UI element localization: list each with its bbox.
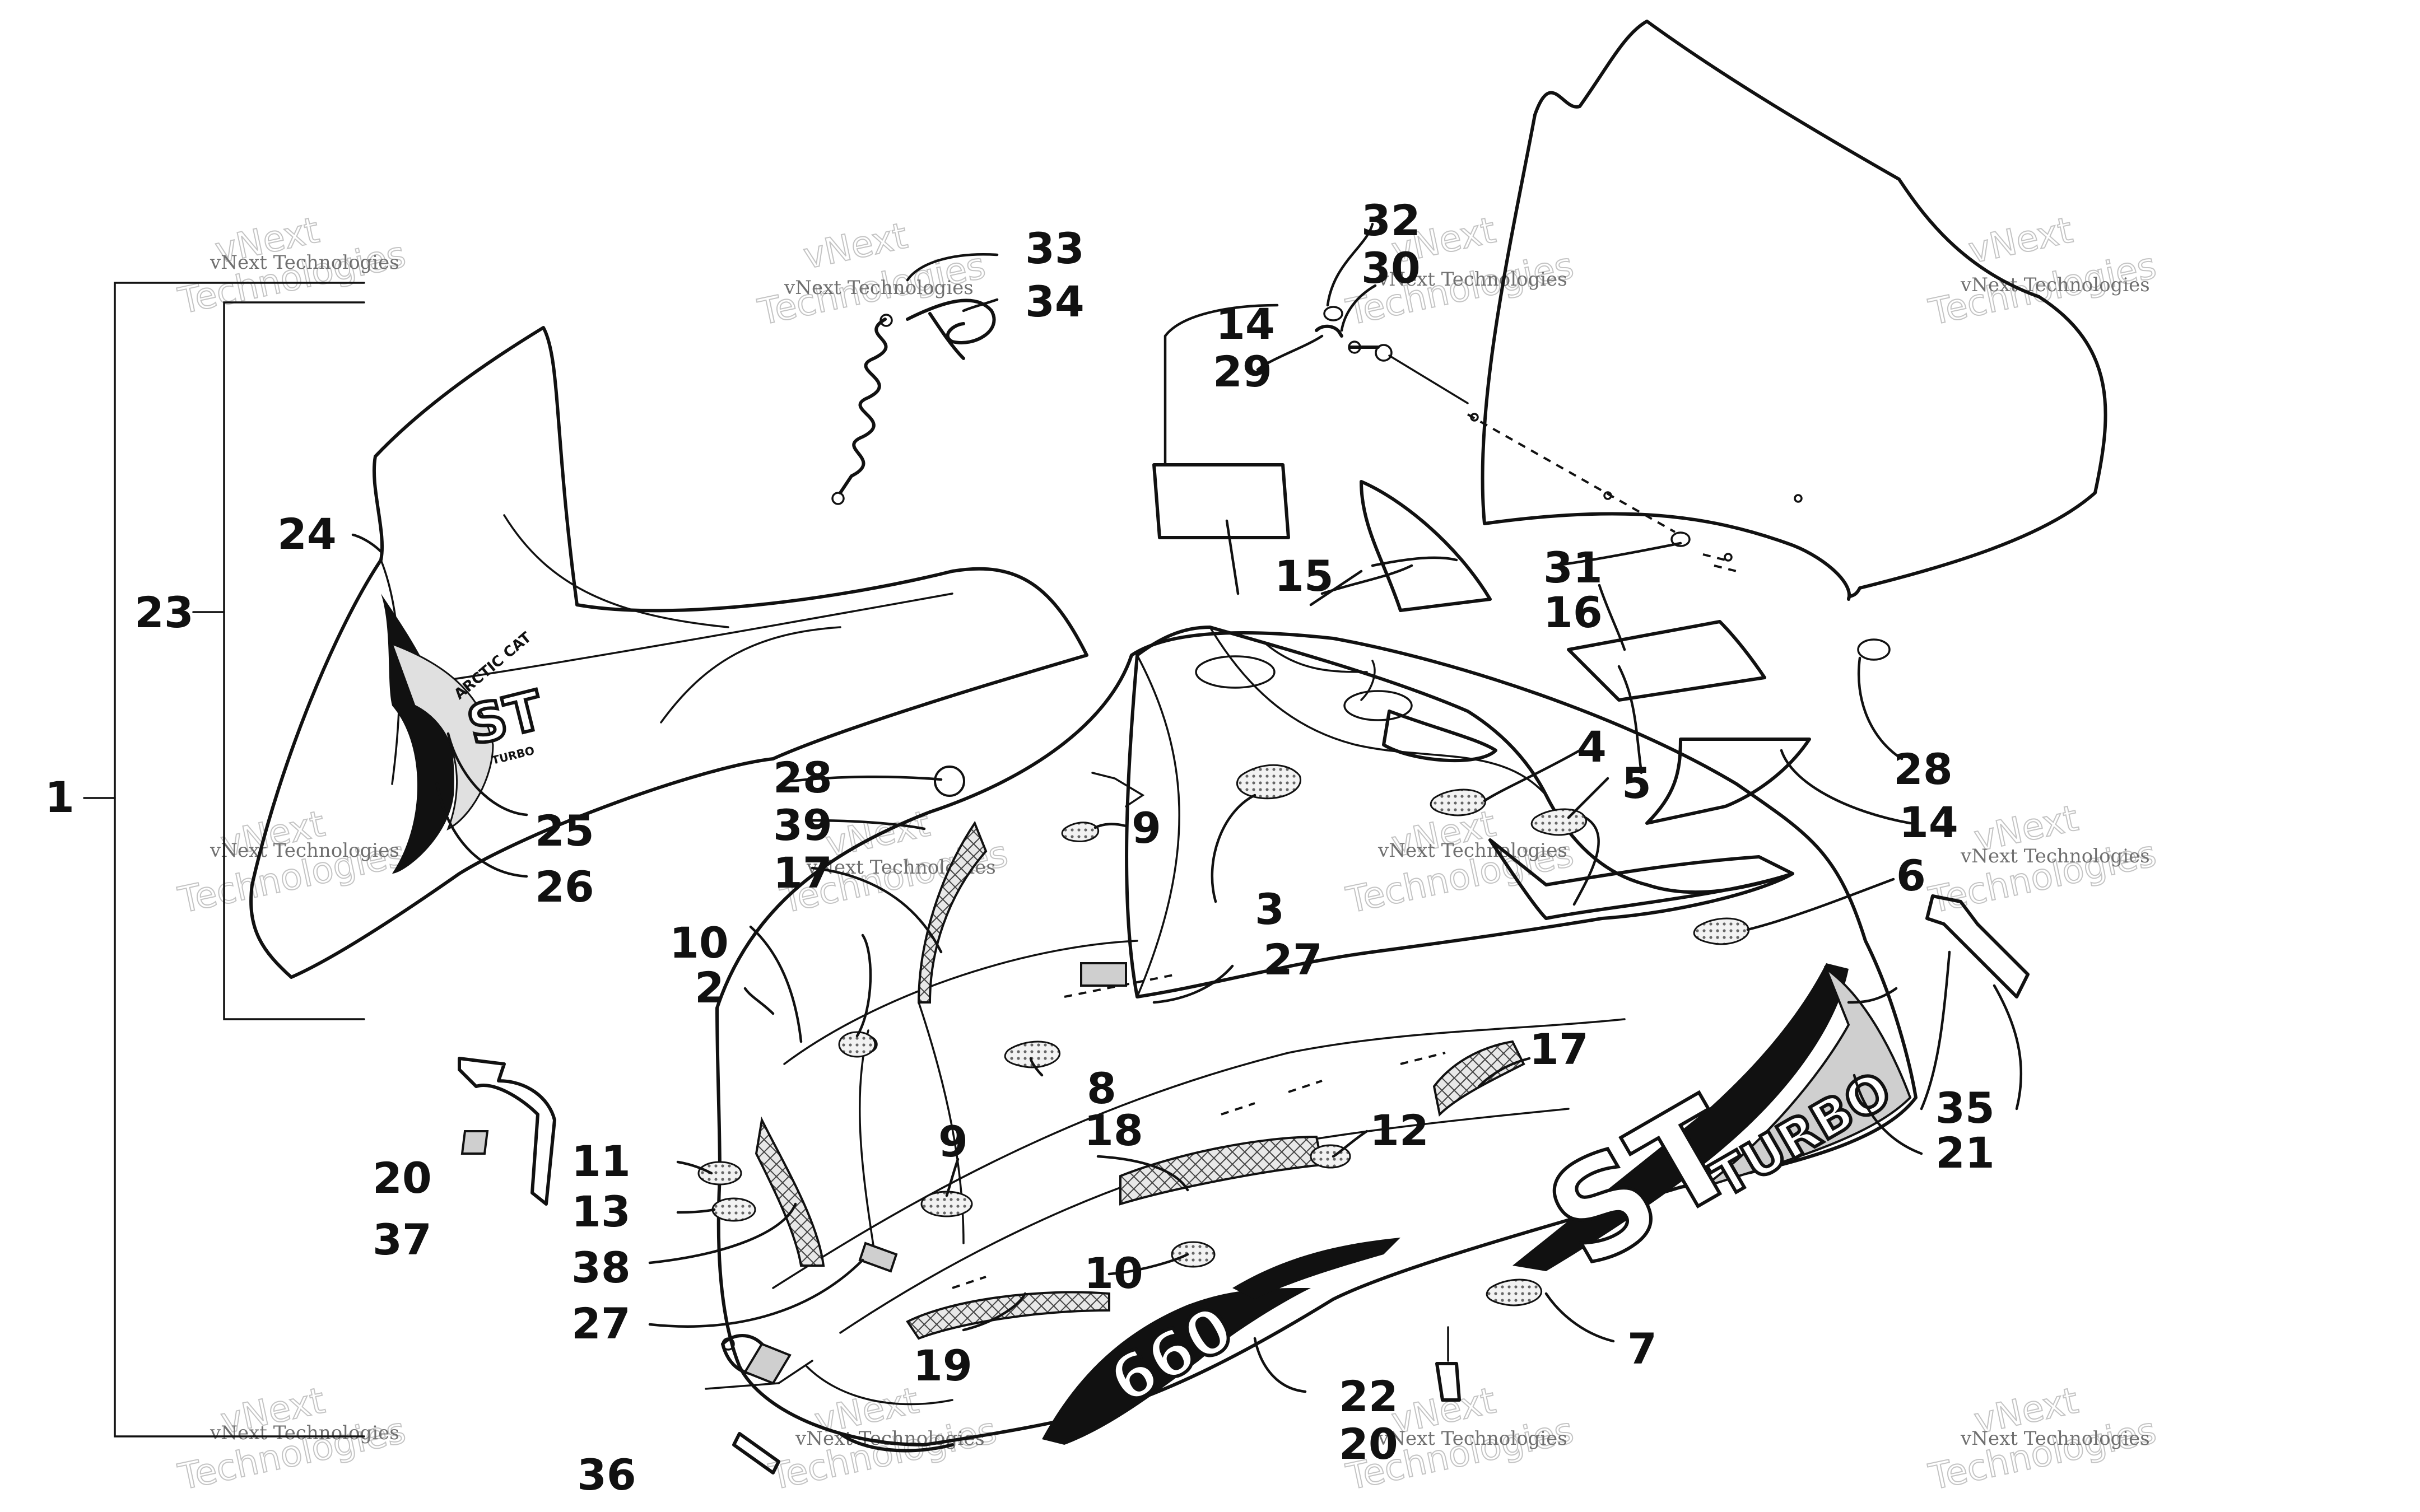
svg-text:vNext Technologies: vNext Technologies	[784, 277, 974, 299]
callout-1: 1	[45, 772, 75, 822]
decal-27-upper	[1080, 962, 1127, 987]
callout-28a: 28	[773, 753, 832, 802]
callout-12: 12	[1370, 1105, 1429, 1155]
callout-7: 7	[1627, 1324, 1657, 1374]
vent-17-left	[917, 820, 988, 1004]
decal-16	[1567, 620, 1766, 702]
callout-18: 18	[1084, 1105, 1143, 1155]
callout-23: 23	[134, 587, 194, 637]
watermark-bottom-right: Technologies vNext vNext Technologies	[1925, 1379, 2161, 1499]
svg-text:vNext Technologies: vNext Technologies	[210, 1422, 399, 1444]
callout-20b: 20	[1339, 1419, 1398, 1469]
callout-2: 2	[695, 963, 724, 1012]
svg-text:vNext Technologies: vNext Technologies	[1377, 839, 1567, 862]
callout-17b: 17	[1529, 1024, 1589, 1074]
callout-9b: 9	[938, 1117, 968, 1166]
decal-6	[1693, 917, 1750, 945]
callout-16: 16	[1543, 587, 1603, 637]
callout-34: 34	[1025, 277, 1085, 326]
svg-text:vNext Technologies: vNext Technologies	[210, 251, 399, 274]
grommet-28-left	[934, 766, 965, 797]
svg-text:vNext Technologies: vNext Technologies	[1960, 845, 2150, 867]
decal-13	[711, 1197, 756, 1222]
bracket-assembly-1	[114, 282, 365, 1438]
callout-14a: 14	[1216, 299, 1275, 349]
callout-14b: 14	[1899, 797, 1958, 847]
callout-22: 22	[1339, 1371, 1398, 1421]
vent-38	[755, 1116, 825, 1267]
callout-27a: 27	[1263, 935, 1323, 984]
watermark-mid-left: Technologies vNext vNext Technologies	[174, 802, 410, 922]
decal-8	[1004, 1040, 1061, 1068]
callout-21: 21	[1935, 1128, 1995, 1178]
bracket-assembly-23	[223, 301, 365, 1020]
callout-17a: 17	[773, 848, 832, 898]
svg-text:vNext: vNext	[1965, 209, 2076, 272]
decal-15	[1360, 480, 1492, 612]
callout-8: 8	[1087, 1063, 1116, 1113]
callout-39: 39	[773, 800, 832, 850]
callout-9a: 9	[1132, 803, 1161, 853]
callout-25: 25	[535, 806, 594, 856]
callout-29: 29	[1213, 347, 1272, 396]
decal-3	[1236, 764, 1302, 800]
watermark-top-right: Technologies vNext vNext Technologies	[1925, 209, 2161, 334]
decal-10-lower	[1171, 1241, 1216, 1268]
decal-14-right	[1645, 738, 1811, 825]
callout-4: 4	[1577, 722, 1607, 772]
callout-11: 11	[571, 1136, 631, 1186]
callout-27b: 27	[571, 1299, 631, 1348]
callout-20a: 20	[373, 1153, 432, 1203]
svg-text:vNext Technologies: vNext Technologies	[1960, 1427, 2150, 1450]
decal-11	[697, 1161, 742, 1186]
callout-15: 15	[1274, 551, 1334, 601]
vent-19	[906, 1291, 1110, 1340]
svg-text:vNext Technologies: vNext Technologies	[210, 839, 399, 862]
callout-19: 19	[913, 1341, 972, 1390]
callout-35: 35	[1935, 1083, 1995, 1133]
assembly-brackets	[83, 282, 365, 1438]
callout-28b: 28	[1893, 744, 1953, 794]
decal-7	[1486, 1278, 1543, 1306]
callout-13: 13	[571, 1187, 631, 1236]
decal-10-upper	[838, 1031, 876, 1058]
callout-3: 3	[1255, 884, 1285, 934]
hood: 660 ST TURBO	[697, 626, 1918, 1453]
callout-37: 37	[373, 1215, 432, 1264]
hardware	[458, 298, 2030, 1474]
callout-6: 6	[1896, 851, 1926, 900]
decal-27-lower	[858, 1242, 898, 1273]
svg-text:vNext Technologies: vNext Technologies	[1377, 1427, 1567, 1450]
callout-24: 24	[277, 509, 337, 559]
leader-lines	[351, 222, 2023, 1393]
decal-9-upper	[1061, 822, 1100, 843]
callout-32: 32	[1361, 195, 1421, 245]
side-decal: 660 ST TURBO	[1042, 963, 1912, 1445]
callout-30: 30	[1361, 243, 1421, 293]
vent-18	[1119, 1135, 1324, 1206]
vent-17-right	[1432, 1040, 1525, 1117]
callout-38: 38	[571, 1243, 631, 1292]
callout-36: 36	[577, 1450, 636, 1500]
svg-text:vNext Technologies: vNext Technologies	[1960, 274, 2150, 296]
decal-5	[1530, 808, 1588, 836]
callout-33: 33	[1025, 223, 1085, 273]
decal-14-left	[1152, 463, 1290, 539]
callout-10b: 10	[1084, 1248, 1143, 1298]
watermark-top-center: Technologies vNext vNext Technologies	[754, 214, 990, 334]
callout-5: 5	[1622, 758, 1651, 808]
decal-4	[1430, 788, 1487, 816]
callout-31: 31	[1543, 543, 1603, 592]
upper-nose-decal: ST ARCTIC CAT TURBO	[381, 594, 551, 874]
upper-nose-assembly: ST ARCTIC CAT TURBO	[249, 326, 1088, 979]
watermark-bottom-left: Technologies vNext vNext Technologies	[174, 1379, 410, 1499]
callout-26: 26	[535, 862, 594, 912]
watermark-top-left: Technologies vNext vNext Technologies	[174, 209, 410, 323]
callout-10a: 10	[669, 918, 729, 968]
svg-text:vNext Technologies: vNext Technologies	[1377, 268, 1567, 291]
callouts: 1 2 3 4 5 6 7 8 9 9 10 10 11 12 13 14 14…	[45, 195, 1995, 1500]
